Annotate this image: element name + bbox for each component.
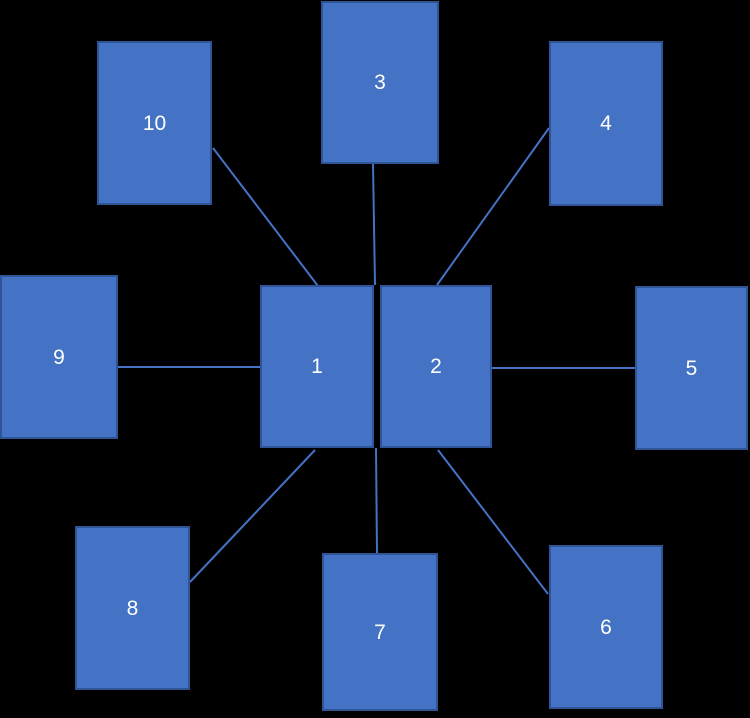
- node-box-9: 9: [0, 275, 118, 439]
- connector-line-3-center: [372, 163, 376, 286]
- connector-line-8-1: [189, 449, 316, 583]
- node-label-4: 4: [600, 112, 612, 135]
- node-label-10: 10: [142, 111, 167, 135]
- node-label-5: 5: [685, 356, 698, 380]
- connector-line-center-7: [375, 447, 378, 554]
- node-label-1: 1: [311, 355, 323, 378]
- node-box-7: 7: [322, 553, 438, 711]
- node-label-6: 6: [600, 615, 612, 639]
- node-label-3: 3: [374, 71, 386, 94]
- node-label-2: 2: [430, 355, 442, 378]
- node-label-8: 8: [126, 596, 139, 620]
- node-box-4: 4: [549, 41, 663, 206]
- node-box-5: 5: [635, 286, 748, 450]
- node-box-1: 1: [260, 285, 374, 448]
- node-label-7: 7: [374, 620, 386, 644]
- node-box-10: 10: [97, 41, 212, 205]
- connector-line-4-2: [436, 127, 550, 286]
- connector-line-10-1: [212, 147, 319, 287]
- node-label-9: 9: [53, 345, 65, 369]
- connector-line-2-6: [437, 449, 549, 595]
- node-box-2: 2: [380, 285, 492, 448]
- node-box-3: 3: [321, 1, 439, 164]
- node-box-6: 6: [549, 545, 663, 709]
- node-box-8: 8: [75, 526, 190, 690]
